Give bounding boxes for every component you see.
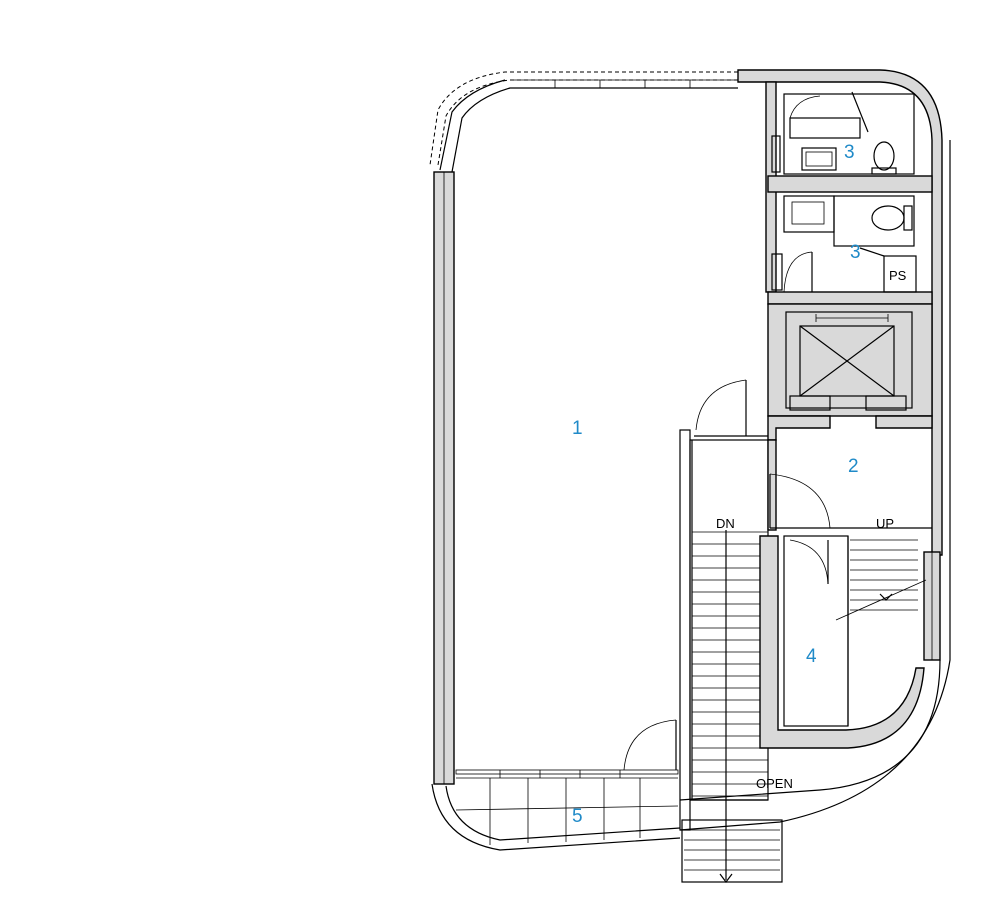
ps-label: PS bbox=[889, 268, 907, 283]
room-4-enclosure bbox=[759, 535, 927, 749]
room-2-label: 2 bbox=[848, 456, 859, 477]
terrace-tiles bbox=[455, 769, 679, 845]
main-stair bbox=[679, 429, 783, 883]
room-5-label: 5 bbox=[572, 806, 583, 827]
elevator bbox=[767, 303, 933, 441]
toilet-block bbox=[765, 81, 933, 305]
open-label: OPEN bbox=[756, 776, 793, 791]
room-3-label-lower: 3 bbox=[850, 242, 861, 263]
room-labels: 1 2 3 3 4 5 PS DN UP OPEN bbox=[572, 142, 907, 827]
room-3-label-upper: 3 bbox=[844, 142, 855, 163]
hall-door bbox=[767, 439, 932, 531]
up-label: UP bbox=[876, 516, 894, 531]
room-1-label: 1 bbox=[572, 418, 583, 439]
stair-door bbox=[694, 379, 768, 437]
outer-walls bbox=[429, 69, 951, 851]
room-4-label: 4 bbox=[806, 646, 817, 667]
dn-label: DN bbox=[716, 516, 735, 531]
terrace-door bbox=[623, 719, 677, 771]
